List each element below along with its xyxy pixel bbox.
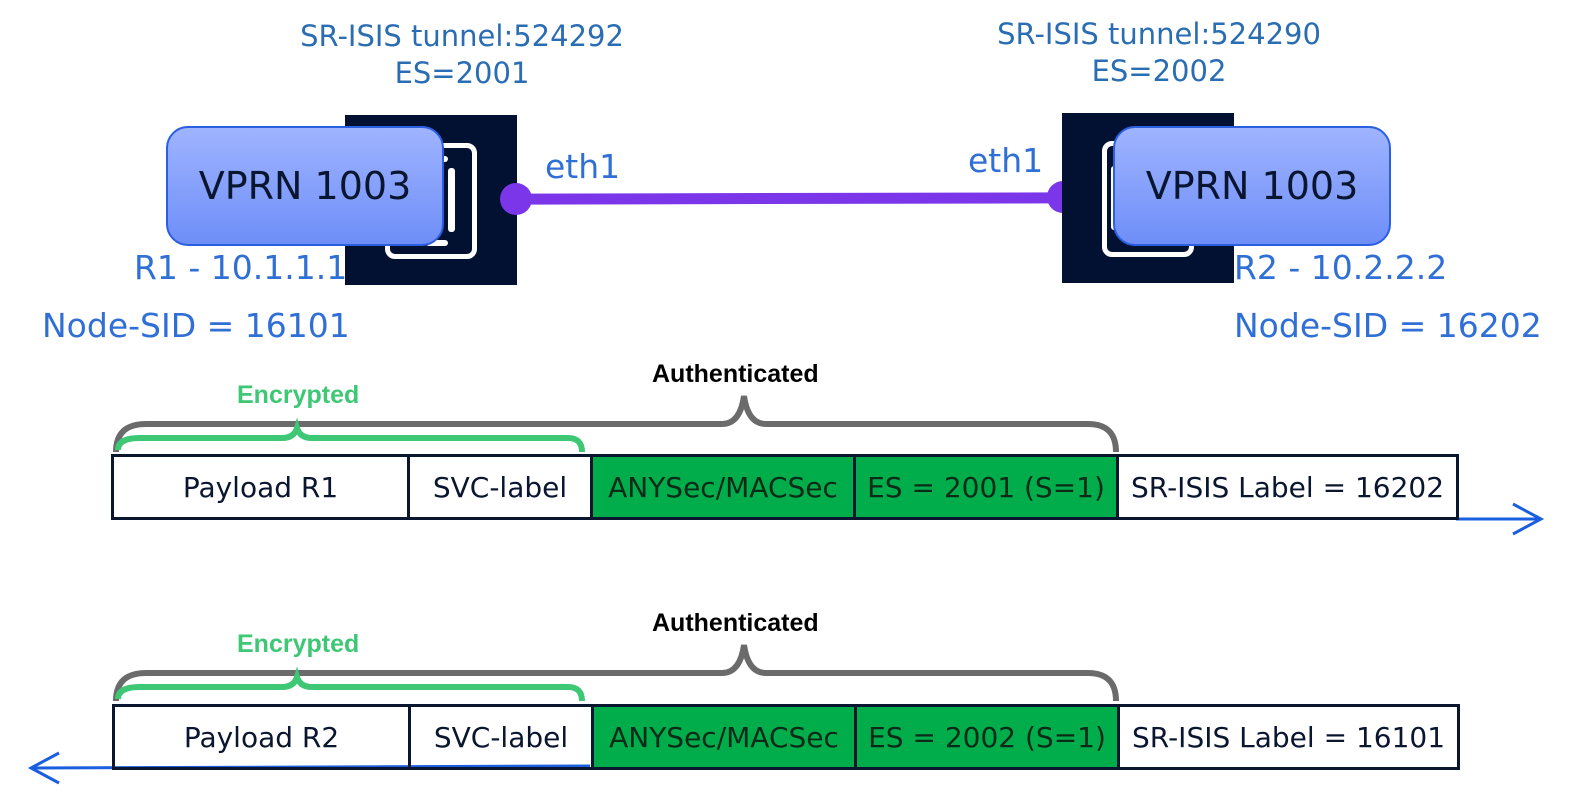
r2-vprn-label: VPRN 1003 bbox=[1145, 164, 1359, 208]
frame2-cell-payload: Payload R2 bbox=[115, 707, 411, 767]
frame2-cell-es: ES = 2002 (S=1) bbox=[857, 707, 1120, 767]
frame2-encrypted-label: Encrypted bbox=[237, 630, 360, 658]
frame2-packet: Payload R2 SVC-label ANYSec/MACSec ES = … bbox=[112, 704, 1460, 770]
r2-node-sid: Node-SID = 16202 bbox=[1234, 306, 1542, 345]
r1-es-label: ES=2001 bbox=[394, 56, 530, 90]
frame1-encrypted-label: Encrypted bbox=[237, 381, 360, 409]
frame1-cell-sr-isis: SR-ISIS Label = 16202 bbox=[1130, 470, 1445, 504]
r2-vprn-service[interactable]: VPRN 1003 bbox=[1113, 126, 1391, 246]
frame2-cell-anysec: ANYSec/MACSec bbox=[594, 707, 857, 767]
r2-address: R2 - 10.2.2.2 bbox=[1234, 248, 1448, 287]
r1-port-dot[interactable] bbox=[500, 183, 532, 215]
router-icon-bar bbox=[426, 240, 448, 246]
frame1-encrypted-bracket bbox=[115, 417, 585, 453]
r1-tunnel-info: SR-ISIS tunnel:524292 ES=2001 bbox=[262, 18, 662, 92]
frame1-packet: Payload R1 SVC-label ANYSec/MACSec ES = … bbox=[111, 454, 1459, 520]
frame1-cell-es: ES = 2001 (S=1) bbox=[856, 457, 1119, 517]
r2-tunnel-info: SR-ISIS tunnel:524290 ES=2002 bbox=[959, 16, 1359, 90]
r1-interface-label: eth1 bbox=[545, 147, 621, 186]
r1-tunnel-label: SR-ISIS tunnel:524292 bbox=[300, 19, 624, 53]
r1-address: R1 - 10.1.1.1 bbox=[134, 248, 348, 287]
frame1-cell-svc-label: SVC-label bbox=[410, 457, 593, 517]
frame2-encrypted-bracket bbox=[115, 666, 585, 702]
frame2-authenticated-label: Authenticated bbox=[652, 609, 819, 637]
r2-interface-label: eth1 bbox=[968, 141, 1044, 180]
r2-tunnel-label: SR-ISIS tunnel:524290 bbox=[997, 17, 1321, 51]
frame2-cell-svc-label: SVC-label bbox=[411, 707, 594, 767]
r1-vprn-service[interactable]: VPRN 1003 bbox=[166, 126, 444, 246]
eth1-link[interactable] bbox=[515, 192, 1065, 205]
frame1-cell-payload: Payload R1 bbox=[114, 457, 410, 517]
frame2-cell-sr-isis: SR-ISIS Label = 16101 bbox=[1131, 720, 1446, 754]
router-icon-bar bbox=[448, 168, 455, 232]
frame1-authenticated-label: Authenticated bbox=[652, 360, 819, 388]
r1-vprn-label: VPRN 1003 bbox=[198, 164, 412, 208]
frame1-cell-anysec: ANYSec/MACSec bbox=[593, 457, 856, 517]
r1-node-sid: Node-SID = 16101 bbox=[42, 306, 350, 345]
r2-es-label: ES=2002 bbox=[1091, 54, 1227, 88]
frame1-direction-arrow bbox=[1456, 502, 1545, 536]
